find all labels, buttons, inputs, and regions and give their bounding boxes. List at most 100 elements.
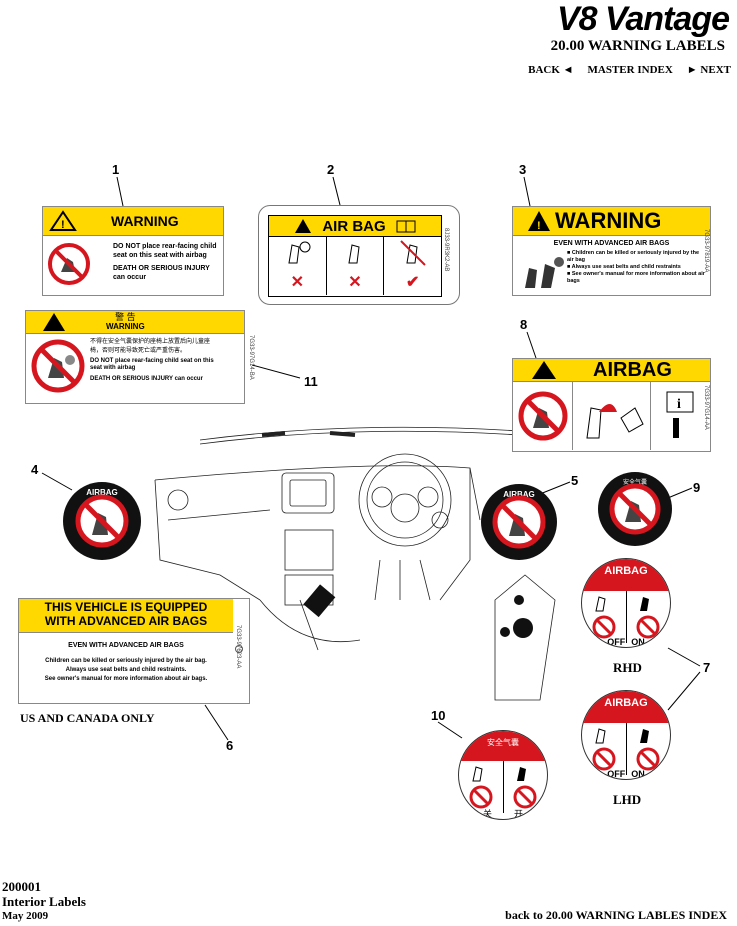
label-1: ! WARNING DO NOT place rear-facing child… [42,206,224,296]
label-6-line-3: See owner's manual for more information … [44,676,208,682]
seat-on-icon [636,729,660,771]
disc-5: AIRBAG [481,484,557,560]
svg-text:!: ! [537,220,541,232]
label-11-heading-cn: 警 告 [115,312,136,322]
navigation: BACK ◄ MASTER INDEX ► NEXT [528,64,731,76]
disc-5-text: AIRBAG [503,490,535,499]
no-child-seat-icon [75,494,129,548]
callout-7: 7 [703,660,711,675]
disc-4-text: AIRBAG [86,488,118,497]
label-2-code: 8J33-9R3K2-AB [443,228,449,272]
label-11: 警 告 WARNING 不得在安全气囊保护的座椅上放置后向儿童座椅，否则可能导致… [25,310,254,404]
label-6-line-2: Always use seat belts and child restrain… [65,667,187,673]
warning-triangle-icon [43,313,65,331]
cross-icon: ✕ [290,274,305,291]
manual-info-icon: i [666,391,694,438]
callout-5: 5 [571,473,579,488]
back-link[interactable]: BACK ◄ [528,64,574,76]
callout-4: 4 [31,462,39,477]
label-6-heading-2: WITH ADVANCED AIR BAGS [44,614,208,628]
label-3-bullet-3: ■ See owner's manual for more informatio… [567,271,705,284]
warning-triangle-icon: ! [49,210,77,231]
label-10-off: 关 [482,809,492,819]
label-6-line-1: Children can be killed or seriously inju… [45,658,207,664]
seat-on-icon [513,767,537,809]
label-11-line1: DO NOT place rear-facing child seat on t… [90,358,214,371]
no-child-seat-icon [492,495,546,549]
seat-icon [288,241,311,264]
label-8: AIRBAG i 7G33-97G14-AA [512,358,711,452]
label-6-note: US AND CANADA ONLY [20,711,155,725]
callout-6: 6 [226,738,234,753]
warning-triangle-icon [295,219,312,233]
seat-off-icon [592,728,616,771]
next-link[interactable]: ► NEXT [686,64,731,76]
label-7-lhd-on: ON [631,769,645,779]
seat-icon [348,244,360,264]
label-8-panel-1 [513,382,574,450]
svg-text:!: ! [61,219,65,231]
brand-logo: V8 Vantage [556,0,730,38]
label-7-lhd-off: OFF [607,769,626,779]
callout-11: 11 [304,374,318,389]
cross-icon: ✕ [348,274,362,291]
label-6: THIS VEHICLE IS EQUIPPED WITH ADVANCED A… [18,598,250,704]
hole-icon [235,645,243,653]
label-3-code: 7G33-97819-AA [703,229,709,273]
label-2: AIR BAG ✕ ✕ ✔ 8J33-9R3K2-AB [258,205,460,305]
lhd-caption: LHD [613,792,642,807]
label-10: 安全气囊 关开 [458,730,548,820]
disc-9: 安全气囊 [598,472,672,546]
airbag-deploy-icon [585,404,644,439]
svg-text:i: i [677,397,681,412]
label-1-line2: DEATH OR SERIOUS INJURY can occur [113,265,210,281]
rhd-caption: RHD [613,660,642,675]
back-to-index-link[interactable]: back to 20.00 WARNING LABLES INDEX [505,908,727,922]
label-3: ! WARNING EVEN WITH ADVANCED AIR BAGS ■ … [512,206,711,296]
master-index-link[interactable]: MASTER INDEX [587,64,673,76]
label-11-cn-text: 不得在安全气囊保护的座椅上放置后向儿童座椅，否则可能导致死亡或严重伤害。 [90,339,211,354]
label-8-heading: AIRBAG [593,358,672,381]
label-2-panel-3: ✔ [384,237,441,295]
label-11-heading: WARNING [106,322,145,331]
warning-triangle-icon [532,361,556,379]
footer-code: 200001 [2,879,41,894]
seat-off-icon [469,766,493,809]
disc-4: AIRBAG [63,482,141,560]
no-child-seat-icon [609,483,661,535]
no-child-seat-icon [518,391,568,441]
label-3-sub: EVEN WITH ADVANCED AIR BAGS [553,240,670,247]
footer-date: May 2009 [2,910,49,922]
label-6-sub: EVEN WITH ADVANCED AIR BAGS [68,642,184,649]
label-11-line2: DEATH OR SERIOUS INJURY can occur [90,376,203,382]
footer-title: Interior Labels [2,894,86,909]
label-11-code: 7G33-97G14-BA [248,335,254,380]
label-1-header: ! WARNING [43,207,223,236]
label-8-code: 7G33-97G14-AA [703,385,709,430]
seat-off-icon [592,596,616,639]
label-2-panel-2: ✕ [327,237,385,295]
label-6-heading-1: THIS VEHICLE IS EQUIPPED [44,600,208,614]
label-7-rhd-off: OFF [607,637,626,647]
label-10-on: 开 [514,809,524,819]
warning-triangle-icon: ! [528,211,550,232]
label-8-panel-2 [573,382,651,450]
callout-3: 3 [519,162,527,177]
label-8-panel-3: i [651,382,710,450]
label-2-heading: AIR BAG [322,217,386,235]
no-child-seat-icon [31,339,85,393]
label-1-line1: DO NOT place rear-facing child seat on t… [113,243,217,259]
label-1-heading: WARNING [111,213,179,229]
children-seat-icon [525,257,564,288]
no-child-seat-icon [48,243,90,285]
disc-9-text: 安全气囊 [622,480,647,486]
callout-9: 9 [693,480,701,495]
seat-icon [399,240,426,266]
seat-on-icon [636,597,660,639]
callout-10: 10 [431,708,446,723]
label-3-bullet-2: ■ Always use seat belts and child restra… [567,264,681,270]
label-3-bullet-1: ■ Children can be killed or seriously in… [567,250,700,263]
